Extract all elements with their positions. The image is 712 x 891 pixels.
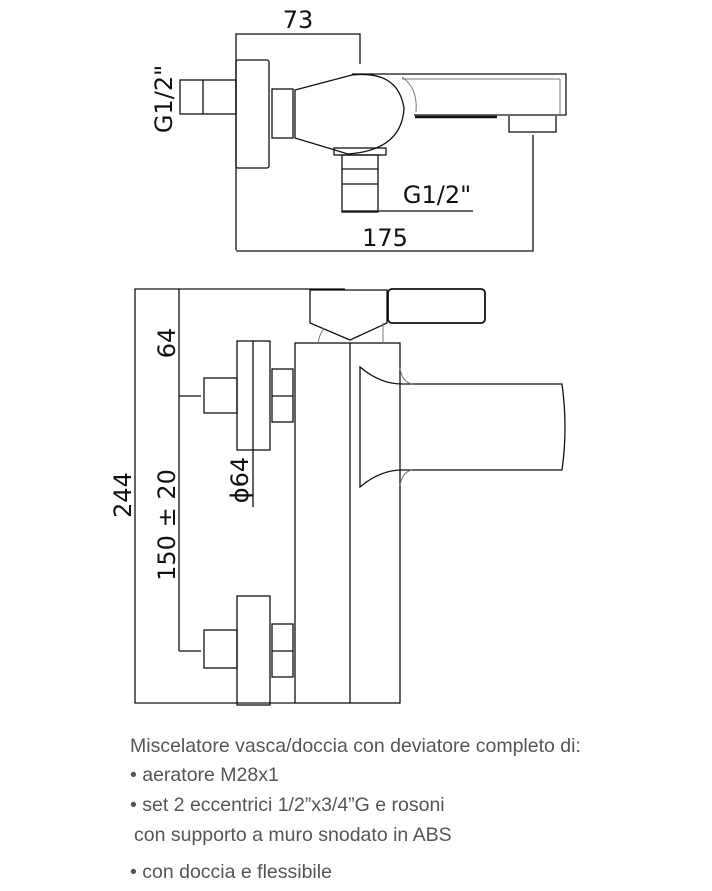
lever-base (309, 289, 388, 341)
description-item: • set 2 eccentrici 1/2”x3/4”G e rosoni (130, 794, 445, 816)
description-item: • con doccia e flessibile (130, 861, 332, 883)
front-spout (359, 365, 566, 489)
dim-label-175: 175 (362, 224, 408, 252)
dim-line-73 (235, 33, 361, 250)
dim-label-244: 244 (109, 472, 137, 518)
front-view: 244 64 150 ± 20 ϕ64 (109, 288, 566, 706)
dim-label-rosette: ϕ64 (226, 457, 254, 503)
spout (352, 73, 567, 116)
dim-label-150: 150 ± 20 (153, 469, 181, 581)
inlet-pipe (179, 79, 237, 115)
lower-inlet-pipe (203, 629, 238, 669)
front-body (294, 342, 401, 704)
upper-inlet-pipe (203, 377, 238, 414)
lever-handle[interactable] (387, 288, 486, 324)
lower-rosette (236, 595, 271, 706)
dim-label-73: 73 (283, 6, 314, 34)
description-title: Miscelatore vasca/doccia con deviatore c… (130, 735, 581, 757)
description-item: • aeratore M28x1 (130, 764, 279, 786)
description-item: con supporto a muro snodato in ABS (134, 824, 452, 846)
escutcheon (235, 59, 270, 169)
top-view: 73 G1/2" G1/2" 175 (150, 6, 567, 252)
aerator (508, 116, 557, 133)
inlet-thread-label: G1/2" (150, 65, 178, 133)
dim-line-175 (236, 135, 534, 252)
mixer-body (294, 73, 405, 155)
dim-line-244 (134, 288, 345, 704)
dim-label-64: 64 (153, 328, 181, 359)
outlet-thread-label: G1/2" (403, 181, 471, 209)
nut (271, 88, 294, 139)
